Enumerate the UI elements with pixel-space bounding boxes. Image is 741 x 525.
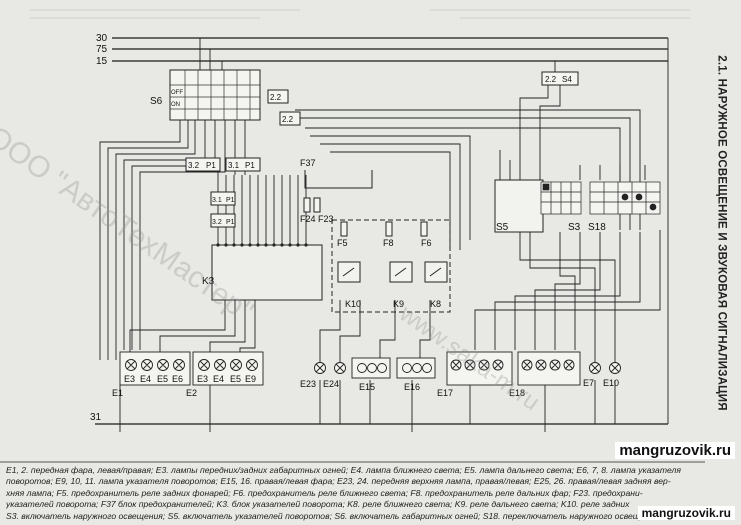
k9-label: K9 xyxy=(393,299,404,309)
lamp-e23: E23 xyxy=(300,379,316,389)
lamp-e7: E7 xyxy=(583,378,594,388)
figure-caption: E1, 2. передная фара, левая/правая; E3. … xyxy=(6,465,706,522)
connector-2-2-a: 2.2 xyxy=(270,93,282,102)
f5-label: F5 xyxy=(337,238,348,248)
lamp-e6: E6 xyxy=(172,374,183,384)
s6-on-label: ON xyxy=(171,102,180,108)
middle-lamps xyxy=(314,357,436,379)
s5-box xyxy=(494,179,544,233)
connector-3-2-b: 3.2 xyxy=(212,219,222,226)
relay-fuses xyxy=(340,221,428,237)
caption-line: S3. включатель наружного освещения; S5. … xyxy=(6,510,660,521)
lamp-e5-right: E5 xyxy=(230,374,241,384)
lamp-e15: E15 xyxy=(359,382,375,392)
f8-label: F8 xyxy=(383,238,394,248)
f24-label: F24 xyxy=(300,214,316,224)
f6-label: F6 xyxy=(421,238,432,248)
caption-line: хняя лампа; F5. предохранитель реле задн… xyxy=(6,487,643,498)
lamp-e18: E18 xyxy=(509,388,525,398)
connector-3-2-a: 3.2 xyxy=(188,161,200,170)
bus-30-label: 30 xyxy=(96,33,108,44)
f37-fuse-box xyxy=(303,170,373,213)
bus-75-label: 75 xyxy=(96,44,108,55)
lamp-group-e17 xyxy=(446,351,513,386)
lamp-group-e2 xyxy=(192,351,264,386)
background-faint-lines xyxy=(30,9,690,19)
bus-15-label: 15 xyxy=(96,56,108,67)
site-label-top[interactable]: mangruzovik.ru xyxy=(615,442,735,459)
caption-line: указателей поворота; F37 блок предохрани… xyxy=(6,499,630,510)
lamp-e2: E2 xyxy=(186,388,197,398)
s4-fuse: 2.2 xyxy=(545,75,557,84)
lamp-e9: E9 xyxy=(245,374,256,384)
connector-p1-a: P1 xyxy=(206,161,216,170)
s4-label: S4 xyxy=(562,75,572,84)
right-lamps xyxy=(589,362,621,374)
lamp-e3-right: E3 xyxy=(197,374,208,384)
connector-2-2-b: 2.2 xyxy=(282,115,294,124)
switch-s3 xyxy=(540,181,582,215)
k10-label: K10 xyxy=(345,299,361,309)
s4-box xyxy=(541,71,579,86)
connector-p1-b: P1 xyxy=(245,161,255,170)
connector-3-1-b: 3.1 xyxy=(212,197,222,204)
s3-label: S3 xyxy=(568,222,581,233)
f23-label: F23 xyxy=(318,214,334,224)
site-label-bottom[interactable]: mangruzovik.ru xyxy=(637,506,735,520)
wiring-lines xyxy=(99,38,669,424)
bus-31-label: 31 xyxy=(90,412,102,423)
connector-p1-d: P1 xyxy=(226,219,235,226)
lamp-e10: E10 xyxy=(603,378,619,388)
connector-p1-c: P1 xyxy=(226,197,235,204)
k3-block xyxy=(211,244,323,301)
lamp-group-e1 xyxy=(119,351,191,386)
lamp-e4-left: E4 xyxy=(140,374,151,384)
switch-s18 xyxy=(589,181,661,215)
lamp-e1: E1 xyxy=(112,388,123,398)
side-title-text: 2.1. НАРУЖНОЕ ОСВЕЩЕНИЕ И ЗВУКОВАЯ СИГНА… xyxy=(716,54,729,411)
lamp-group-e18 xyxy=(517,351,581,386)
side-title: 2.1. НАРУЖНОЕ ОСВЕЩЕНИЕ И ЗВУКОВАЯ СИГНА… xyxy=(704,0,740,465)
connector-2-2-b-box xyxy=(279,111,301,126)
relay-enclosure xyxy=(331,219,451,313)
lamp-e17: E17 xyxy=(437,388,453,398)
s18-label: S18 xyxy=(588,222,606,233)
connector-2-2-a-box xyxy=(267,89,289,104)
relays xyxy=(337,261,448,283)
connector-group xyxy=(185,157,261,228)
s5-label: S5 xyxy=(496,222,509,233)
lamp-e3-left: E3 xyxy=(124,374,135,384)
power-buses xyxy=(95,37,668,425)
lamp-e4-right: E4 xyxy=(213,374,224,384)
switch-s6: OFF ON xyxy=(169,69,261,121)
caption-line: E1, 2. передная фара, левая/правая; E3. … xyxy=(6,465,681,475)
lamp-e24: E24 xyxy=(323,379,339,389)
k8-label: K8 xyxy=(430,299,441,309)
caption-line: поворотов; E9, 10, 11. лампа указателя п… xyxy=(6,476,671,487)
ground-stubs xyxy=(119,424,546,432)
s6-label: S6 xyxy=(150,96,163,107)
k3-pins xyxy=(216,243,308,247)
f37-label: F37 xyxy=(300,158,316,168)
lamp-e16: E16 xyxy=(404,382,420,392)
k3-label: K3 xyxy=(202,276,215,287)
s6-off-label: OFF xyxy=(171,90,183,96)
connector-3-1-a: 3.1 xyxy=(228,161,240,170)
lamp-e5-left: E5 xyxy=(157,374,168,384)
